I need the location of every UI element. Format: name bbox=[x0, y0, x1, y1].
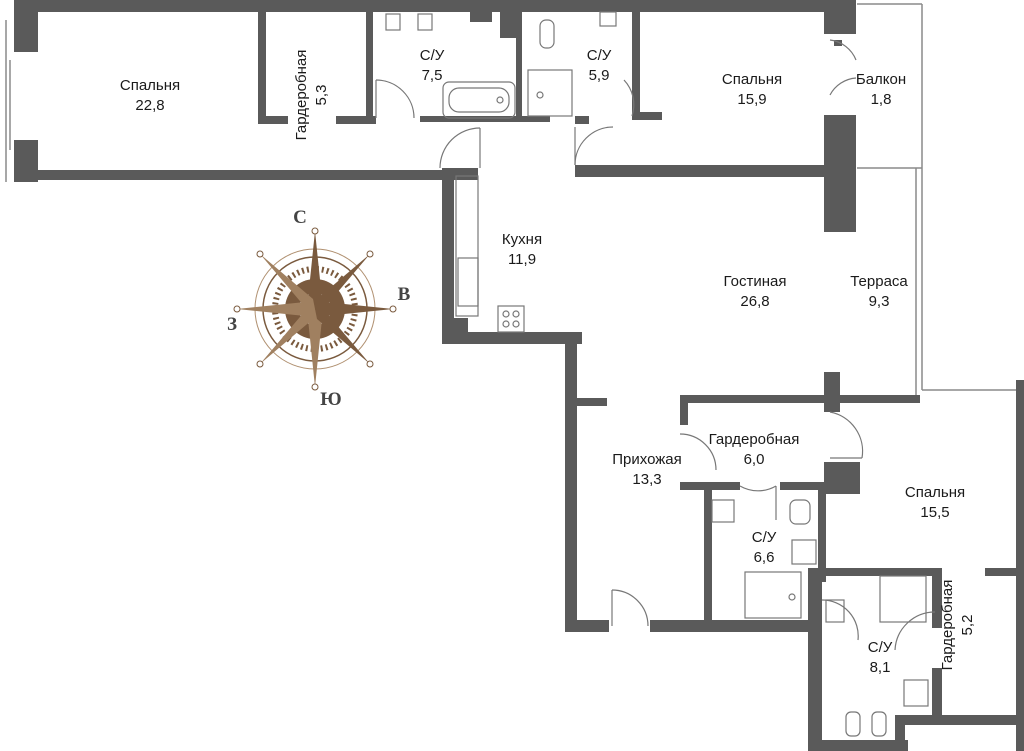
doors bbox=[375, 39, 936, 651]
room-name: Спальня bbox=[721, 71, 783, 88]
room-area: 7,5 bbox=[421, 67, 443, 84]
room-area: 6,6 bbox=[753, 549, 775, 566]
room-label-terrace: Терраса 9,3 bbox=[850, 272, 908, 312]
room-area: 5,3 bbox=[313, 84, 330, 106]
room-name: Гардеробная bbox=[293, 49, 310, 141]
room-name: Прихожая bbox=[612, 451, 682, 468]
room-area: 22,8 bbox=[135, 97, 165, 114]
room-area: 26,8 bbox=[740, 293, 770, 310]
compass-west-label: З bbox=[226, 314, 238, 335]
fixtures bbox=[385, 11, 929, 737]
room-area: 8,1 bbox=[869, 659, 891, 676]
room-label-hallway: Прихожая 13,3 bbox=[612, 450, 682, 490]
room-label-balcony: Балкон 1,8 bbox=[856, 70, 906, 110]
room-label-wardrobe-2: Гардеробная 6,0 bbox=[709, 430, 800, 470]
room-area: 13,3 bbox=[632, 471, 662, 488]
room-name: Спальня bbox=[904, 484, 966, 501]
room-name: Спальня bbox=[119, 77, 181, 94]
room-label-kitchen: Кухня 11,9 bbox=[502, 230, 542, 270]
room-label-bathroom-4: С/У 8,1 bbox=[868, 638, 893, 678]
room-name: С/У bbox=[867, 639, 893, 656]
room-name: Балкон bbox=[855, 71, 907, 88]
room-name: Гардеробная bbox=[939, 579, 956, 671]
room-label-living-room: Гостиная 26,8 bbox=[724, 272, 787, 312]
walls bbox=[14, 0, 1024, 751]
room-area: 5,9 bbox=[588, 67, 610, 84]
room-area: 15,5 bbox=[920, 504, 950, 521]
room-label-bathroom-2: С/У 5,9 bbox=[587, 46, 612, 86]
room-label-bathroom-1: С/У 7,5 bbox=[420, 46, 445, 86]
compass-north-label: С bbox=[293, 207, 307, 228]
compass-rose bbox=[233, 227, 397, 391]
room-area: 15,9 bbox=[737, 91, 767, 108]
thin-lines bbox=[5, 3, 1024, 400]
room-name: Терраса bbox=[850, 273, 908, 290]
room-name: С/У bbox=[419, 47, 445, 64]
room-area: 11,9 bbox=[507, 251, 537, 268]
room-label-wardrobe-3: Гардеробная 5,2 bbox=[938, 580, 978, 671]
room-area: 5,2 bbox=[959, 614, 976, 636]
room-label-bedroom-3: Спальня 15,5 bbox=[905, 483, 965, 523]
room-name: С/У bbox=[751, 529, 777, 546]
room-area: 6,0 bbox=[743, 451, 765, 468]
room-area: 9,3 bbox=[868, 293, 890, 310]
room-label-bathroom-3: С/У 6,6 bbox=[752, 528, 777, 568]
room-label-bedroom-2: Спальня 15,9 bbox=[722, 70, 782, 110]
room-name: С/У bbox=[586, 47, 612, 64]
room-label-wardrobe-1: Гардеробная 5,3 bbox=[292, 50, 332, 141]
compass-east-label: В bbox=[397, 284, 411, 305]
room-name: Гардеробная bbox=[708, 431, 800, 448]
room-name: Кухня bbox=[501, 231, 543, 248]
room-name: Гостиная bbox=[723, 273, 787, 290]
room-area: 1,8 bbox=[870, 91, 892, 108]
compass-south-label: Ю bbox=[320, 389, 342, 410]
room-label-bedroom-1: Спальня 22,8 bbox=[120, 76, 180, 116]
